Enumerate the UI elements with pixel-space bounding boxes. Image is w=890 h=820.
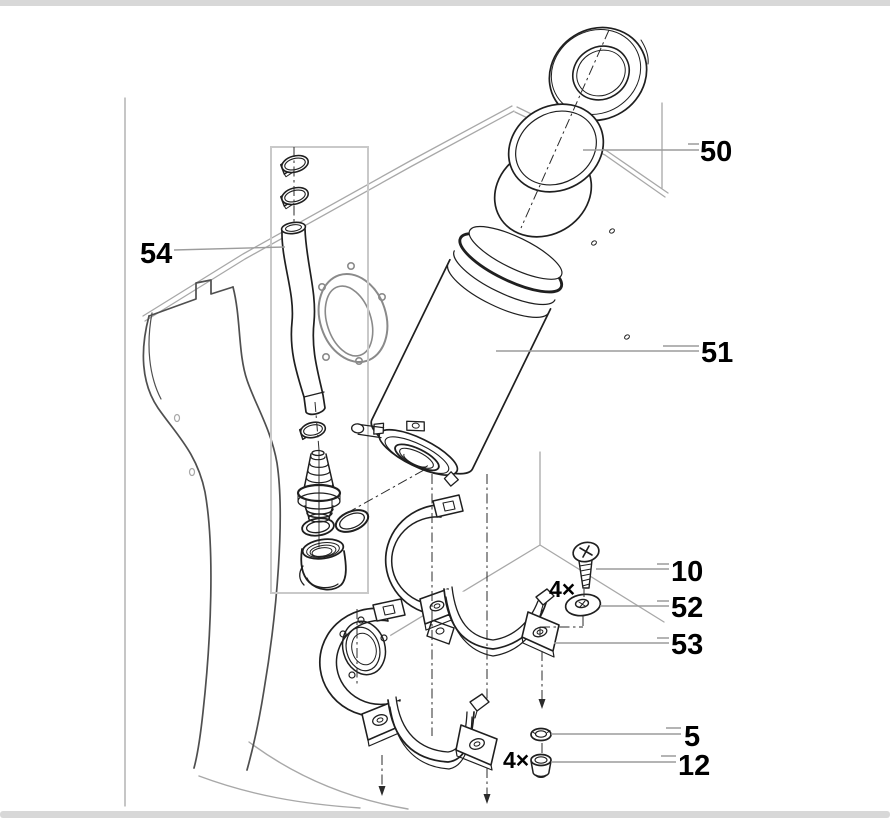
arrow-down-icon	[483, 794, 491, 804]
callout-12: 12	[551, 750, 710, 782]
callout-12-label: 12	[678, 750, 710, 782]
callout-53-label: 53	[671, 629, 703, 661]
callout-10: 10	[596, 556, 703, 588]
rivet-dots	[591, 228, 630, 340]
callout-51: 51	[496, 337, 733, 369]
quantity-marker-screws: 4×	[549, 576, 575, 602]
callout-52-label: 52	[671, 592, 703, 624]
sleeve-50	[493, 103, 605, 238]
callout-5: 5	[551, 721, 700, 753]
hose-assembly-54	[280, 154, 370, 591]
callout-10-label: 10	[671, 556, 703, 588]
callouts: 50 51 54 10 52 53 5 12 4×	[140, 136, 733, 782]
clamp-saddle-53-middle	[419, 586, 560, 658]
callout-50-label: 50	[700, 136, 732, 168]
elbow-connector	[299, 538, 347, 591]
tank-handle-corner	[142, 279, 282, 771]
clamp-strap-lower	[318, 598, 406, 718]
centerlines	[293, 29, 610, 804]
cylinder-51	[350, 225, 564, 487]
callout-54-label: 54	[140, 238, 172, 270]
clamp-strap-upper	[384, 494, 464, 645]
part-54-group-box	[270, 146, 369, 594]
hose-54	[280, 221, 326, 416]
washer-52	[564, 593, 602, 617]
washer-5	[530, 727, 552, 742]
gasket-ring-upper	[317, 261, 389, 365]
callout-52: 52	[600, 592, 703, 624]
callout-51-label: 51	[701, 337, 733, 369]
callout-53: 53	[554, 629, 703, 661]
arrow-down-icon	[378, 786, 386, 796]
callout-5-label: 5	[684, 721, 700, 753]
cap-nut-12	[530, 753, 552, 778]
callout-54: 54	[140, 238, 286, 270]
arrow-down-icon	[538, 699, 546, 709]
hose-clamp-2	[280, 186, 310, 210]
cylinder-bottom-cap	[350, 420, 459, 487]
o-ring-flat	[301, 517, 335, 537]
lid-ring-50	[548, 26, 649, 122]
top-page-bar	[0, 0, 890, 6]
quantity-marker-nuts: 4×	[503, 747, 529, 773]
hose-clamp-3	[298, 421, 327, 441]
gasket-ring-lower	[339, 616, 388, 679]
bottom-page-bar	[0, 811, 890, 818]
callout-50: 50	[583, 136, 732, 168]
hose-clamp-1	[280, 154, 310, 178]
screw-10	[572, 541, 600, 589]
clamp-saddle-53-bottom	[361, 693, 498, 771]
